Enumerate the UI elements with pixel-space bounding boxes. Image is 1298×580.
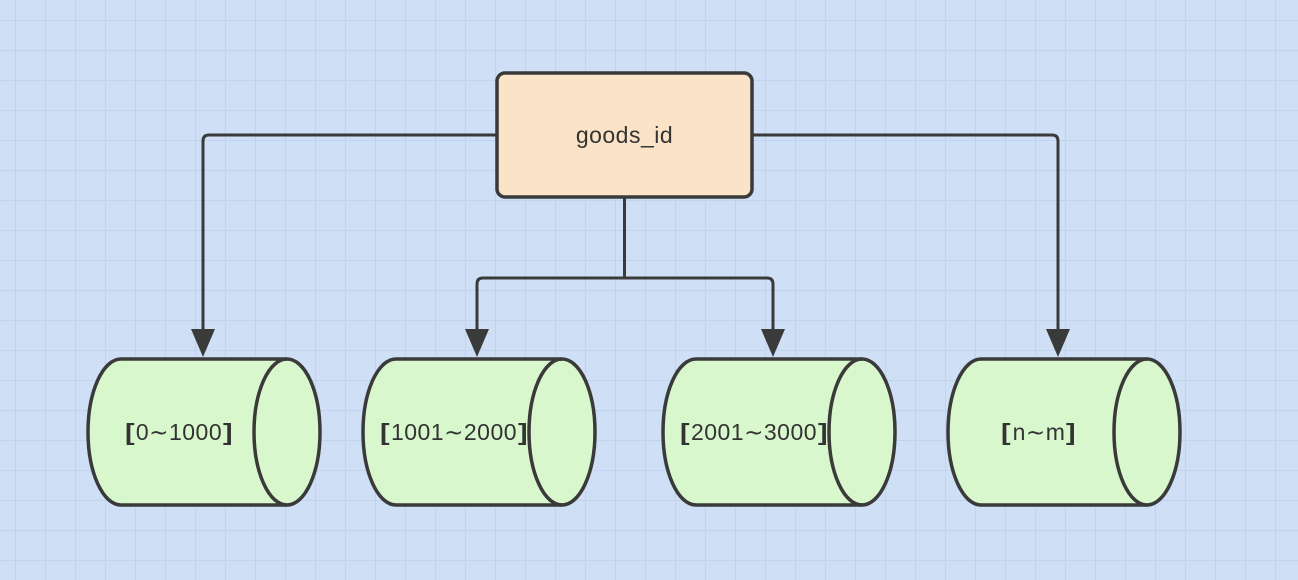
shard-cylinder-1 bbox=[361, 357, 597, 507]
connector-root-to-shard-2 bbox=[624, 276, 775, 331]
connector-arrowheads bbox=[191, 329, 1070, 357]
connector-lines bbox=[201, 133, 1060, 331]
shard-cylinder-2 bbox=[661, 357, 897, 507]
arrowhead-shard-0 bbox=[191, 329, 215, 357]
arrowhead-shard-1 bbox=[465, 329, 489, 357]
root-node-goods-id bbox=[497, 73, 752, 197]
shard-cylinder-0 bbox=[86, 357, 322, 507]
connector-root-to-shard-1 bbox=[475, 276, 625, 331]
root-node-border bbox=[495, 71, 754, 199]
connector-root-to-shard-3 bbox=[752, 133, 1060, 331]
arrowhead-shard-2 bbox=[761, 329, 785, 357]
shard-cylinders bbox=[86, 357, 1182, 507]
connector-root-to-shard-0 bbox=[201, 133, 497, 331]
shard-cylinder-3 bbox=[946, 357, 1182, 507]
arrowhead-shard-3 bbox=[1046, 329, 1070, 357]
